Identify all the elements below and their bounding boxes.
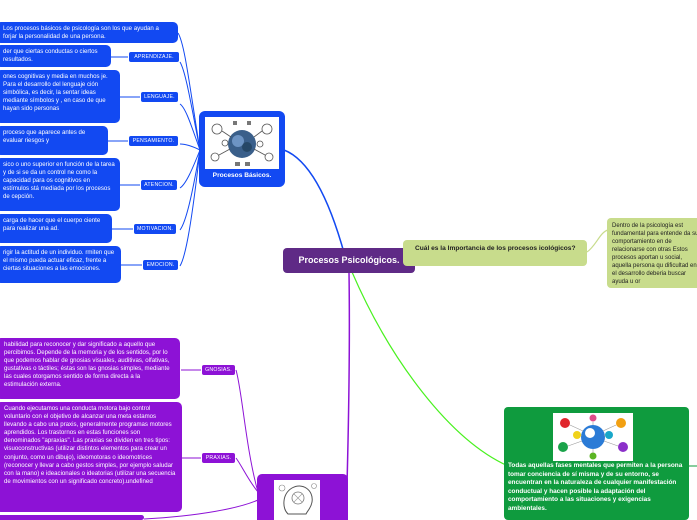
link-higher-third [143,499,259,520]
definition-hub[interactable]: Todas aquellas fases mentales que permit… [504,407,689,520]
lenguaje-note[interactable]: ones cognitivas y media en muchos je. Pa… [0,70,120,123]
gnosias-tag[interactable]: GNOSIAS. [202,365,235,375]
motivacion-note[interactable]: carga de hacer que el cuerpo ciente para… [0,214,112,243]
link-central-green [351,271,509,467]
praxias-text: Cuando ejecutamos una conducta motora ba… [4,405,176,485]
emocion-text: rigir la actitud de un individuo. rmiten… [3,249,115,273]
gnosias-note[interactable]: habilidad para reconocer y dar significa… [0,338,180,399]
link-higher-praxias [235,457,259,493]
importance-answer[interactable]: Dentro de la psicología est fundamental … [607,218,697,288]
pensamiento-note[interactable]: proceso que aparece antes de evaluar rie… [0,126,108,155]
link-higher-gnosias [235,369,259,493]
praxias-tag[interactable]: PRAXIAS. [202,453,235,463]
central-topic[interactable]: Procesos Psicológicos. [283,248,415,273]
brain-gears-image [205,117,279,169]
importance-question-text: Cuál es la Importancia de los procesos i… [415,245,576,252]
emocion-note[interactable]: rigir la actitud de un individuo. rmiten… [0,246,121,283]
basic-processes-label: Procesos Básicos. [212,172,272,179]
atencion-tag[interactable]: ATENCION. [141,180,177,190]
definition-text: Todas aquellas fases mentales que permit… [508,462,683,512]
link-basic-4 [179,149,201,189]
basic-intro-note[interactable]: Los procesos básicos de psicología son l… [0,22,178,43]
basic-processes-hub[interactable]: Procesos Básicos. [199,111,285,187]
link-basic-3 [179,143,201,151]
importance-question[interactable]: Cuál es la Importancia de los procesos i… [403,240,587,266]
basic-intro-text: Los procesos básicos de psicología son l… [3,25,159,41]
importance-answer-text: Dentro de la psicología est fundamental … [612,223,697,285]
motivacion-text: carga de hacer que el cuerpo ciente para… [3,217,101,233]
link-basic-6 [179,149,201,267]
colorful-heads-image [553,413,633,461]
motivacion-tag[interactable]: MOTIVACION. [134,224,176,234]
higher-item-cutoff[interactable] [0,515,144,520]
link-basic-5 [179,149,201,231]
atencion-text: sico o uno superior en función de la tar… [3,161,115,201]
head-sketch-image [274,480,320,520]
emocion-tag[interactable]: EMOCION. [143,260,178,270]
atencion-note[interactable]: sico o uno superior en función de la tar… [0,158,120,211]
praxias-note[interactable]: Cuando ejecutamos una conducta motora ba… [0,402,182,512]
higher-processes-hub[interactable] [257,474,348,520]
lenguaje-tag[interactable]: LENGUAJE. [141,92,178,102]
link-basic-2 [179,103,201,151]
pensamiento-tag[interactable]: PENSAMIENTO. [129,136,178,146]
link-central-basic [283,149,347,261]
link-basic-0 [177,32,201,151]
pensamiento-text: proceso que aparece antes de evaluar rie… [3,129,86,145]
aprendizaje-note[interactable]: der que ciertas conductas o ciertos resu… [0,45,111,67]
aprendizaje-text: der que ciertas conductas o ciertos resu… [3,48,98,64]
link-basic-1 [179,61,201,151]
aprendizaje-tag[interactable]: APRENDIZAJE. [129,52,179,62]
lenguaje-text: ones cognitivas y media en muchos je. Pa… [3,73,108,113]
gnosias-text: habilidad para reconocer y dar significa… [4,341,170,389]
link-question-answer [586,229,609,253]
